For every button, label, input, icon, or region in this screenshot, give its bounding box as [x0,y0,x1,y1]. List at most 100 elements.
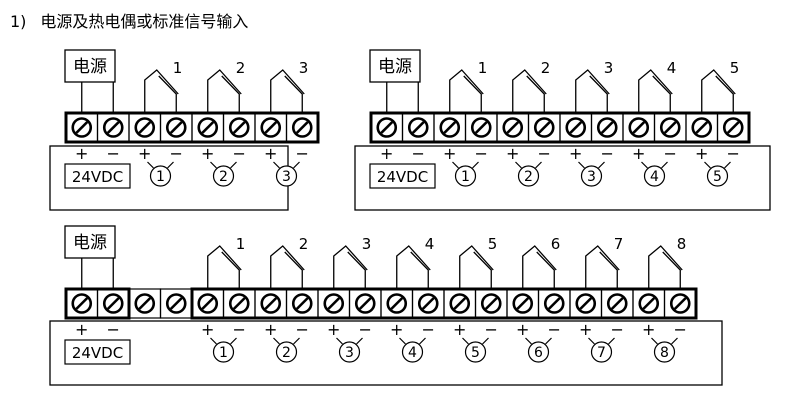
channel-number: 1 [478,59,488,77]
thermocouple-lead-minus [284,75,303,113]
sensor-tick [273,161,280,169]
voltage-label-box [369,163,436,189]
thermocouple-lead-plus [207,245,242,289]
thermocouple-lead-minus [715,75,734,113]
thermocouple-lead-minus [652,75,671,113]
sensor-tick [293,337,300,345]
channel-sensor-icon [517,165,540,187]
channel-sensor-number: 4 [408,345,417,361]
channel-sensor-icon [275,341,298,363]
channel-sensor-icon [590,341,613,363]
sensor-tick [167,161,174,169]
sensor-tick [641,161,648,169]
channel-sensor-number: 2 [282,345,291,361]
sensor-tick [608,337,615,345]
channel-sensor-number: 3 [587,169,596,185]
thermocouple-lead-minus [463,75,482,113]
terminal-group-frame [64,111,320,144]
thermocouple-lead-plus [512,69,547,113]
voltage-label: 24VDC [72,168,123,186]
channel-sensor-number: 1 [219,345,228,361]
plus-sign: + [632,144,645,163]
plus-sign: + [264,144,277,163]
minus-sign: − [296,144,309,163]
minus-sign: − [664,144,677,163]
thermocouple-lead-plus [449,69,484,113]
plus-sign: + [75,320,88,339]
sensor-tick [419,337,426,345]
sensor-tick [578,161,585,169]
channel-sensor-icon [149,165,172,187]
minus-sign: − [611,320,624,339]
channel-sensor-number: 2 [524,169,533,185]
terminal-group-frame [190,287,698,320]
plus-sign: + [695,144,708,163]
sensor-tick [482,337,489,345]
plus-sign: + [201,144,214,163]
terminal-screw [254,112,288,143]
terminal-screw [433,112,467,143]
sensor-tick [651,337,658,345]
sensor-tick [293,161,300,169]
thermocouple-lead-plus [270,245,305,289]
channel-number: 3 [299,59,309,77]
channel-number: 2 [236,59,246,77]
minus-sign: − [422,320,435,339]
sensor-tick [472,161,479,169]
channel-sensor-icon [643,165,666,187]
power-label-box [369,49,421,83]
thermocouple-lead-plus [522,245,557,289]
channel-sensor-number: 7 [597,345,606,361]
channel-sensor-number: 1 [461,169,470,185]
minus-sign: − [475,144,488,163]
channel-number: 1 [236,235,246,253]
channel-number: 3 [604,59,614,77]
plus-sign: + [327,320,340,339]
channel-sensor-icon [653,341,676,363]
thermocouple-lead-plus [144,69,179,113]
minus-sign: − [107,144,120,163]
sensor-tick [545,337,552,345]
thermocouple-lead-minus [536,251,555,289]
channel-sensor-number: 2 [219,169,228,185]
channel-sensor-icon [580,165,603,187]
sensor-tick [336,337,343,345]
thermocouple-lead-minus [589,75,608,113]
minus-sign: − [233,320,246,339]
voltage-label: 24VDC [72,344,123,362]
thermocouple-lead-plus [459,245,494,289]
minus-sign: − [107,320,120,339]
thermocouple-lead-minus [599,251,618,289]
channel-sensor-icon [464,341,487,363]
channel-sensor-number: 4 [650,169,659,185]
channel-sensor-number: 3 [282,169,291,185]
channel-number: 5 [730,59,740,77]
sensor-tick [230,161,237,169]
sensor-tick [147,161,154,169]
section-number: 1) [10,12,27,31]
thermocouple-lead-plus [585,245,620,289]
power-label: 电源 [73,233,107,253]
minus-sign: − [170,144,183,163]
channel-sensor-icon [212,165,235,187]
thermocouple-lead-minus [221,75,240,113]
channel-sensor-number: 5 [471,345,480,361]
diagram-8-channel: 电源+−24VDC1+−12+−23+−34+−45+−56+−67+−78+−… [49,225,723,386]
sensor-tick [230,337,237,345]
minus-sign: − [412,144,425,163]
thermocouple-lead-minus [347,251,366,289]
section-title: 电源及热电偶或标准信号输入 [40,12,249,31]
sensor-tick [273,337,280,345]
plus-sign: + [443,144,456,163]
sensor-tick [724,161,731,169]
plus-sign: + [516,320,529,339]
plus-sign: + [264,320,277,339]
minus-sign: − [601,144,614,163]
sensor-tick [356,337,363,345]
thermocouple-lead-plus [638,69,673,113]
plus-sign: + [390,320,403,339]
sensor-tick [210,337,217,345]
channel-number: 5 [488,235,498,253]
plus-sign: + [642,320,655,339]
channel-number: 4 [667,59,677,77]
